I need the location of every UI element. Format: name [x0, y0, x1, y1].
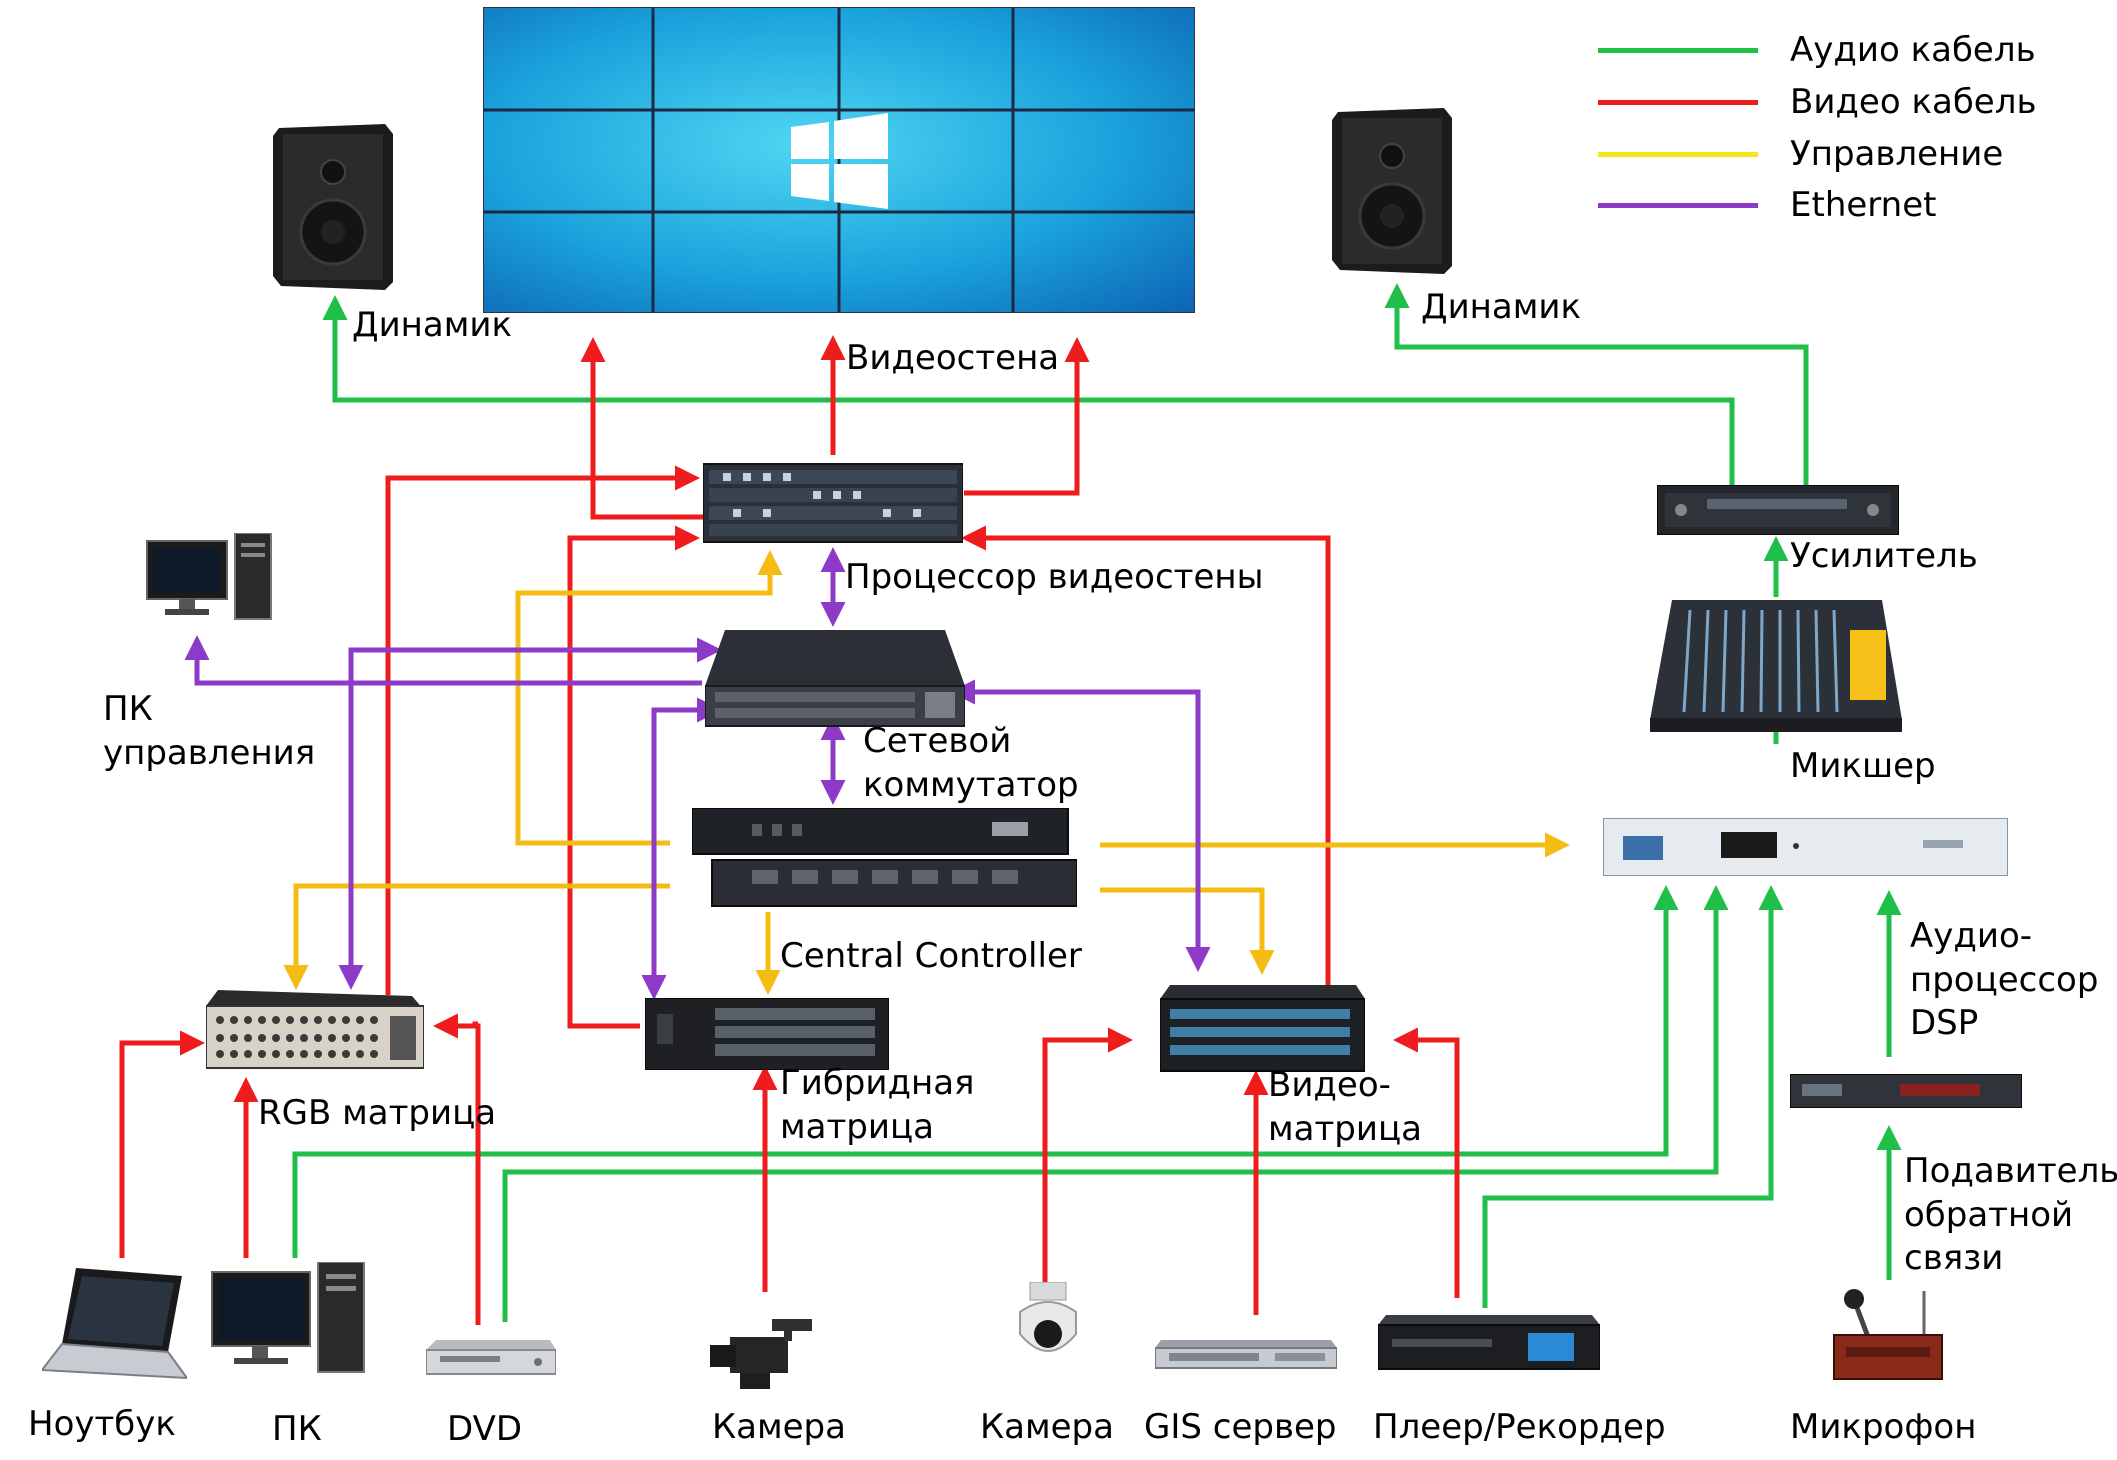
camcorder-icon — [710, 1315, 812, 1391]
player-recorder-label: Плеер/Рекордер — [1373, 1407, 1666, 1447]
control-pc-icon — [145, 532, 275, 623]
video-wall-label: Видеостена — [846, 338, 1060, 378]
player-recorder-icon — [1377, 1315, 1601, 1371]
dsp-icon — [1602, 817, 2009, 877]
wall-processor-icon — [702, 460, 964, 544]
video-matrix-label: Видео- матрица — [1268, 1064, 1422, 1151]
amplifier-icon — [1656, 484, 1900, 536]
central-controller-icon — [691, 807, 1078, 910]
legend-ethernet-label: Ethernet — [1790, 185, 1937, 225]
feedback-suppressor-icon — [1789, 1073, 2023, 1109]
control-pc-label-line1: ПК — [103, 689, 153, 729]
speaker-right-label: Динамик — [1421, 287, 1582, 327]
video-matrix-icon — [1159, 985, 1366, 1073]
network-switch-label-line2: коммутатор — [863, 764, 1079, 805]
video-matrix-label-line2: матрица — [1268, 1108, 1422, 1149]
speaker-left-label: Динамик — [352, 305, 513, 345]
legend-control-swatch — [1598, 152, 1758, 157]
mixer-label: Микшер — [1790, 746, 1936, 786]
audio-cables — [292, 283, 1902, 1322]
microphone-label: Микрофон — [1790, 1407, 1977, 1447]
dvd-icon — [425, 1340, 557, 1376]
speaker-right-icon — [1332, 108, 1454, 274]
gis-server-icon — [1154, 1340, 1338, 1370]
hybrid-matrix-label-line1: Гибридная — [780, 1063, 975, 1103]
rgb-matrix-icon — [205, 990, 425, 1072]
feedback-suppressor-label: Подавитель обратной связи — [1904, 1150, 2117, 1281]
dsp-label-line1: Аудио- — [1910, 916, 2033, 956]
rgb-matrix-label: RGB матрица — [258, 1093, 497, 1133]
control-pc-label-line2: управления — [103, 732, 316, 773]
control-pc-label: ПК управления — [103, 688, 315, 775]
ethernet-cables — [184, 547, 1211, 1000]
feedback-suppressor-label-line3: связи — [1904, 1238, 2004, 1279]
gis-server-label: GIS сервер — [1144, 1407, 1337, 1447]
legend-control-label: Управление — [1790, 134, 2004, 174]
hybrid-matrix-label-line2: матрица — [780, 1106, 934, 1147]
amplifier-label: Усилитель — [1790, 536, 1978, 576]
feedback-suppressor-label-line1: Подавитель — [1904, 1151, 2117, 1191]
ptz-camera-icon — [1016, 1281, 1080, 1368]
network-switch-label: Сетевой коммутатор — [863, 720, 1079, 807]
legend-video-swatch — [1598, 100, 1758, 105]
dsp-label: Аудио- процессор DSP — [1910, 915, 2098, 1046]
pc-icon — [210, 1261, 370, 1378]
legend-audio-swatch — [1598, 48, 1758, 53]
video-wall — [482, 6, 1196, 314]
pc-label: ПК — [272, 1409, 322, 1449]
ptz-camera-label: Камера — [980, 1407, 1114, 1447]
video-matrix-label-line1: Видео- — [1268, 1065, 1391, 1105]
camcorder-label: Камера — [712, 1407, 846, 1447]
legend-audio-label: Аудио кабель — [1790, 30, 2036, 70]
windows-logo-icon — [791, 113, 888, 209]
legend-ethernet-swatch — [1598, 203, 1758, 208]
dvd-label: DVD — [447, 1409, 523, 1449]
feedback-suppressor-label-line2: обратной — [1904, 1194, 2074, 1235]
laptop-icon — [40, 1268, 190, 1386]
network-switch-label-line1: Сетевой — [863, 721, 1012, 761]
microphone-icon — [1828, 1285, 1948, 1383]
wall-processor-label: Процессор видеостены — [845, 557, 1264, 597]
network-switch-icon — [704, 630, 966, 730]
central-controller-label: Central Controller — [780, 936, 1082, 976]
hybrid-matrix-icon — [644, 997, 890, 1071]
hybrid-matrix-label: Гибридная матрица — [780, 1062, 975, 1149]
laptop-label: Ноутбук — [28, 1404, 176, 1444]
mixer-icon — [1650, 600, 1902, 734]
legend-video-label: Видео кабель — [1790, 82, 2037, 122]
dsp-label-line3: DSP — [1910, 1003, 1979, 1044]
speaker-left-icon — [273, 124, 395, 290]
dsp-label-line2: процессор — [1910, 959, 2099, 1000]
